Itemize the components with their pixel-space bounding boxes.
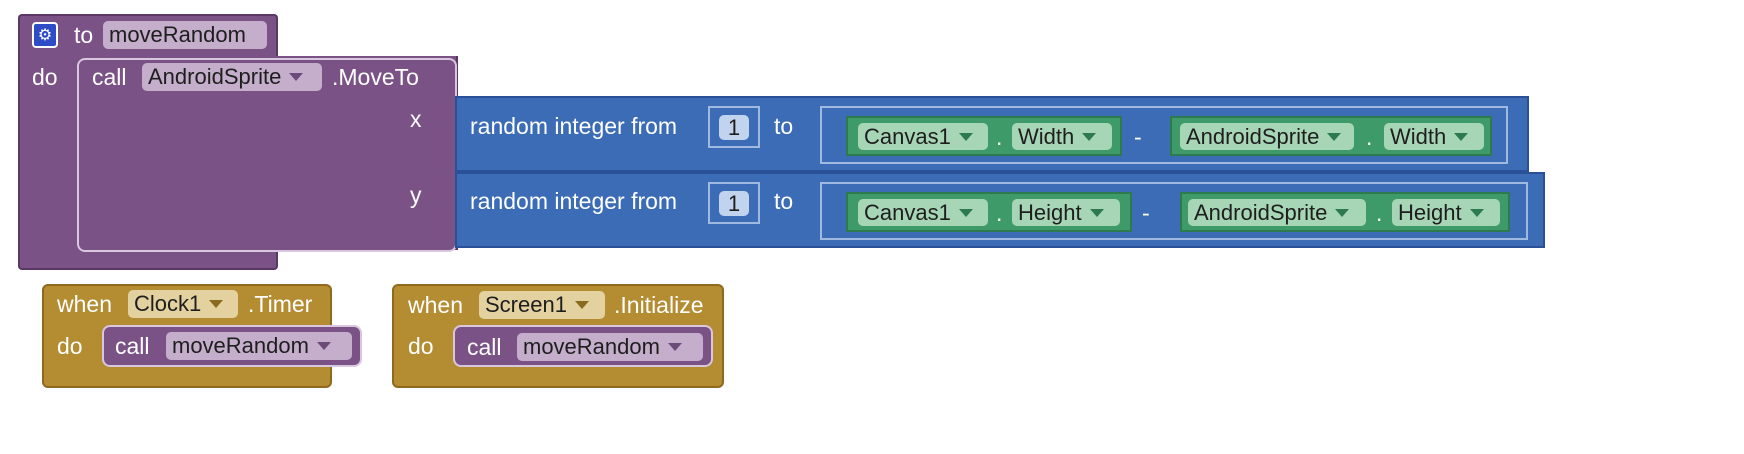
sprite-height-property-label: Height xyxy=(1398,199,1462,225)
canvas-height-property-label: Height xyxy=(1018,199,1082,225)
chevron-down-icon xyxy=(1327,132,1342,141)
chevron-down-icon xyxy=(958,132,973,141)
chevron-down-icon xyxy=(1335,208,1350,217)
sprite-component-label: AndroidSprite xyxy=(148,64,282,89)
sprite-height-dot: . xyxy=(1376,200,1383,226)
chevron-down-icon xyxy=(958,208,973,217)
from-number-x-value: 1 xyxy=(727,114,741,140)
screen-do-keyword: do xyxy=(408,333,434,359)
screen-call-keyword: call xyxy=(467,334,502,360)
random-y-to-label: to xyxy=(774,188,794,214)
random-y-label: random integer from xyxy=(470,188,678,214)
canvas-component-x-dropdown[interactable]: Canvas1 xyxy=(858,123,988,150)
canvas-width-property-label: Width xyxy=(1018,123,1075,149)
sprite-width-property-label: Width xyxy=(1390,123,1447,149)
screen-when-keyword: when xyxy=(408,292,463,318)
screen-event-name: .Initialize xyxy=(614,292,704,318)
sprite-component-y-label: AndroidSprite xyxy=(1194,199,1328,225)
chevron-down-icon xyxy=(574,301,589,309)
sprite-width-property-dropdown[interactable]: Width xyxy=(1384,123,1484,150)
arg-x-label: x xyxy=(410,106,422,132)
chevron-down-icon xyxy=(316,342,331,350)
clock-call-procedure-label: moveRandom xyxy=(172,333,309,358)
minus-x-operator: - xyxy=(1134,124,1142,150)
sprite-component-x-dropdown[interactable]: AndroidSprite xyxy=(1180,123,1354,150)
chevron-down-icon xyxy=(289,73,304,81)
sprite-width-dot: . xyxy=(1366,124,1373,150)
chevron-down-icon xyxy=(1454,132,1469,141)
canvas-component-y-dropdown[interactable]: Canvas1 xyxy=(858,199,988,226)
clock-component-label: Clock1 xyxy=(134,291,202,316)
chevron-down-icon xyxy=(1469,208,1484,217)
canvas-component-x-label: Canvas1 xyxy=(864,123,951,149)
arg-y-label: y xyxy=(410,182,422,208)
sprite-component-x-label: AndroidSprite xyxy=(1186,123,1320,149)
screen-component-dropdown[interactable]: Screen1 xyxy=(479,291,605,319)
gear-icon[interactable]: ⚙ xyxy=(32,22,58,48)
screen-component-label: Screen1 xyxy=(485,292,567,317)
chevron-down-icon xyxy=(1082,132,1097,141)
minus-y-operator: - xyxy=(1142,200,1150,226)
from-number-x-field[interactable]: 1 xyxy=(719,115,749,140)
moveto-method: .MoveTo xyxy=(332,64,419,90)
chevron-down-icon xyxy=(209,300,224,308)
screen-call-procedure-label: moveRandom xyxy=(523,334,660,359)
sprite-component-dropdown[interactable]: AndroidSprite xyxy=(142,63,322,91)
clock-do-keyword: do xyxy=(57,333,83,359)
procedure-name-field[interactable]: moveRandom xyxy=(103,21,267,49)
procedure-name: moveRandom xyxy=(109,22,246,47)
screen-call-procedure-dropdown[interactable]: moveRandom xyxy=(517,333,703,361)
procedure-to-keyword: to xyxy=(74,22,94,48)
clock-event-name: .Timer xyxy=(248,291,313,317)
canvas-width-property-dropdown[interactable]: Width xyxy=(1012,123,1112,150)
random-x-label: random integer from xyxy=(470,113,678,139)
clock-call-procedure-dropdown[interactable]: moveRandom xyxy=(166,332,352,360)
canvas-height-property-dropdown[interactable]: Height xyxy=(1012,199,1120,226)
sprite-component-y-dropdown[interactable]: AndroidSprite xyxy=(1188,199,1366,226)
chevron-down-icon xyxy=(667,343,682,351)
from-number-y-value: 1 xyxy=(727,190,741,216)
procedure-do-keyword: do xyxy=(32,64,58,90)
random-x-to-label: to xyxy=(774,113,794,139)
call-keyword: call xyxy=(92,64,127,90)
clock-when-keyword: when xyxy=(57,291,112,317)
clock-component-dropdown[interactable]: Clock1 xyxy=(128,290,238,318)
canvas-height-dot: . xyxy=(996,200,1003,226)
clock-call-keyword: call xyxy=(115,333,150,359)
canvas-component-y-label: Canvas1 xyxy=(864,199,951,225)
chevron-down-icon xyxy=(1089,208,1104,217)
canvas-width-dot: . xyxy=(996,124,1003,150)
from-number-y-field[interactable]: 1 xyxy=(719,191,749,216)
sprite-height-property-dropdown[interactable]: Height xyxy=(1392,199,1500,226)
